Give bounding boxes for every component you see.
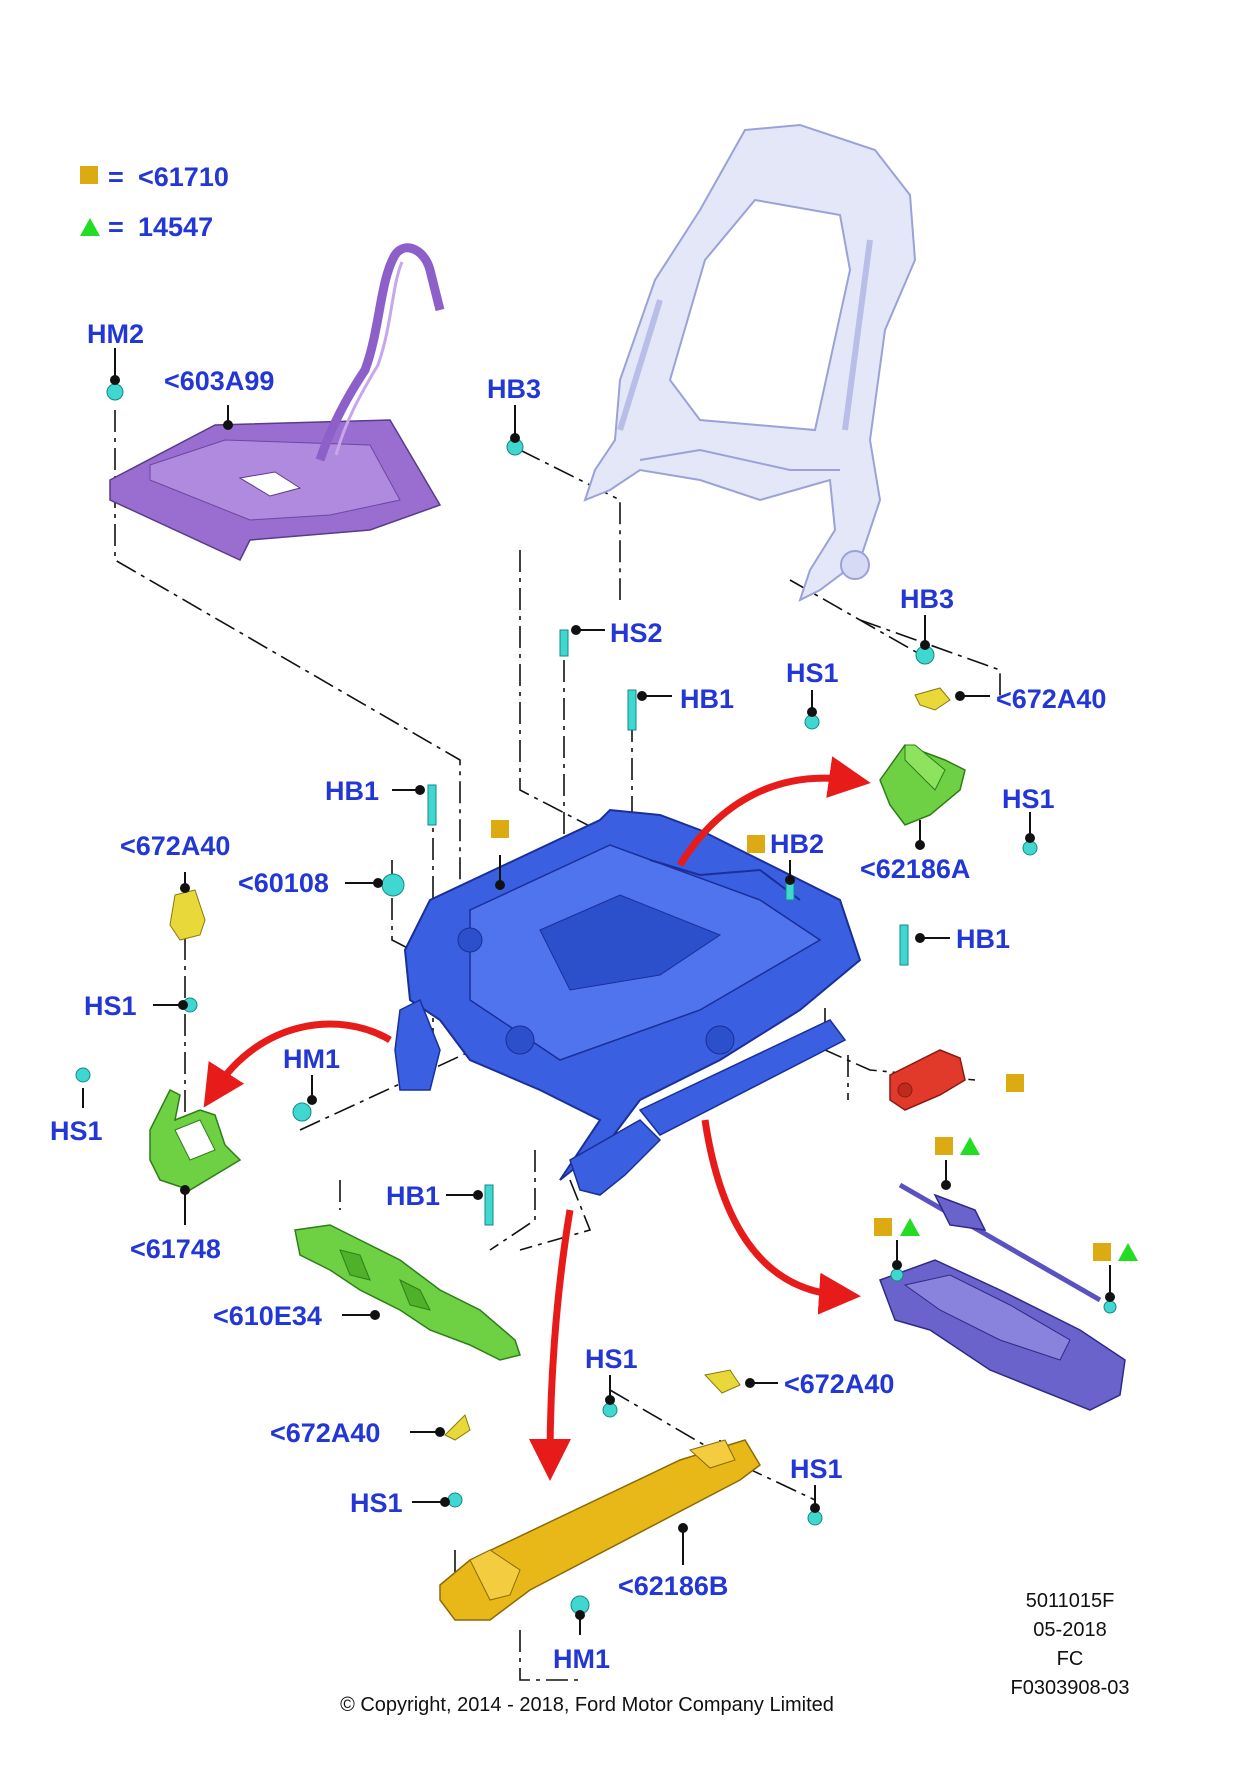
fastener-hb1-right (899, 924, 909, 966)
part-labels: HM2 <603A99 HB3 HB3 HS2 HB1 HS1 <672A40 … (50, 319, 1106, 1674)
leader-lines (82, 348, 1115, 1635)
arrow-to-shield-62186a (677, 756, 871, 867)
label-hb1-bottom: HB1 (386, 1181, 440, 1211)
label-603a99: <603A99 (164, 366, 274, 396)
fastener-hs1-bottom-right (807, 1510, 823, 1526)
seat-track-front (569, 1119, 662, 1196)
trim-caps-672a40 (169, 687, 951, 1441)
footer-date: 05-2018 (1033, 1619, 1106, 1641)
trim-610e34 (294, 1224, 521, 1361)
legend-square-value: <61710 (138, 162, 229, 192)
seat-gearbox (879, 1182, 1126, 1411)
label-hm2: HM2 (87, 319, 144, 349)
legend: = <61710 = 14547 (80, 162, 229, 242)
heater-mat-cutout (238, 471, 302, 497)
footer-region: FC (1057, 1648, 1084, 1670)
trim-cap-bottom-left (444, 1414, 471, 1441)
legend-triangle-eq: = (108, 212, 124, 242)
fastener-hs1-right-bottom (1022, 840, 1038, 856)
fastener-hb1-left (427, 784, 437, 826)
fastener-hs1-right-top (804, 714, 820, 730)
legend-square-eq: = (108, 162, 124, 192)
marker-square-frame (491, 820, 509, 838)
seat-motor (889, 1049, 966, 1111)
shield-62186a (879, 744, 966, 826)
fastener-hs2 (559, 629, 569, 657)
footer-ref: F0303908-03 (1011, 1677, 1130, 1699)
footer-copyright: © Copyright, 2014 - 2018, Ford Motor Com… (340, 1694, 834, 1716)
label-61748: <61748 (130, 1234, 221, 1264)
marker-triangle-gearbox-right (1118, 1243, 1138, 1261)
fastener-60108 (381, 873, 405, 897)
label-hs1-bottom-center: HS1 (585, 1344, 638, 1374)
fastener-hm2 (106, 383, 124, 401)
arrow-to-cover-62186b (529, 1209, 574, 1481)
marker-square-gearbox-left (874, 1218, 892, 1236)
label-hb1-right: HB1 (956, 924, 1010, 954)
seat-heater-mat (109, 243, 445, 561)
label-62186a: <62186A (860, 854, 970, 884)
fastener-hm1-left (292, 1102, 312, 1122)
arrow-to-gearbox (701, 1119, 861, 1315)
label-hb1-left: HB1 (325, 776, 379, 806)
fastener-hb1-bottom (484, 1184, 494, 1226)
shield-61748 (149, 1088, 242, 1191)
arrow-to-shield-61748 (203, 1020, 392, 1108)
label-hs1-right-bottom: HS1 (1002, 784, 1055, 814)
red-arrows (203, 756, 871, 1481)
cover-62186b (439, 1439, 761, 1621)
fastener-hs1-left-bottom (75, 1067, 91, 1083)
footer-meta: 5011015F 05-2018 FC F0303908-03 © Copyri… (340, 1590, 1129, 1716)
recliner-hub (840, 550, 870, 580)
label-hs1-bottom-left: HS1 (350, 1488, 403, 1518)
back-frame-opening (668, 198, 852, 432)
heater-harness-cable (315, 243, 445, 462)
fastener-hb1-center (627, 689, 637, 731)
fastener-gearbox-a (890, 1268, 904, 1282)
label-672a40-right: <672A40 (996, 684, 1106, 714)
label-hm1-left: HM1 (283, 1044, 340, 1074)
label-hm1-bottom: HM1 (553, 1644, 610, 1674)
seat-back-frame (583, 123, 917, 602)
fastener-hs1-bottom-left (447, 1492, 463, 1508)
seat-frame-left-leg (394, 998, 441, 1091)
label-672a40-left: <672A40 (120, 831, 230, 861)
marker-triangle-spindle (960, 1137, 980, 1155)
fastener-hs1-bottom-center (602, 1402, 618, 1418)
legend-square-symbol (80, 166, 98, 184)
label-hb3-right: HB3 (900, 584, 954, 614)
label-672a40-bottom-left: <672A40 (270, 1418, 380, 1448)
trim-cap-right (914, 687, 951, 711)
seat-cushion-frame (394, 808, 862, 1196)
label-hs1-left-bottom: HS1 (50, 1116, 103, 1146)
legend-triangle-value: 14547 (138, 212, 213, 242)
label-hs1-left-top: HS1 (84, 991, 137, 1021)
label-60108: <60108 (238, 868, 329, 898)
marker-square-gearbox-right (1093, 1243, 1111, 1261)
label-hs2: HS2 (610, 618, 663, 648)
label-hs1-right-top: HS1 (786, 658, 839, 688)
label-hs1-bottom-right: HS1 (790, 1454, 843, 1484)
label-hb2: HB2 (770, 829, 824, 859)
fastener-gearbox-b (1103, 1300, 1117, 1314)
seat-track-right (638, 1019, 847, 1136)
legend-triangle-symbol (80, 218, 100, 236)
label-hb3-top: HB3 (487, 374, 541, 404)
label-hb1-center: HB1 (680, 684, 734, 714)
label-672a40-bottom-right: <672A40 (784, 1369, 894, 1399)
marker-square-motor (1006, 1074, 1024, 1092)
label-610e34: <610E34 (213, 1301, 322, 1331)
symbol-markers (491, 820, 1138, 1261)
footer-code: 5011015F (1026, 1590, 1115, 1612)
label-62186b: <62186B (618, 1571, 728, 1601)
drive-spindle (898, 1182, 1102, 1303)
marker-triangle-gearbox-left (900, 1218, 920, 1236)
marker-square-spindle (935, 1137, 953, 1155)
trim-cap-bottom-right (704, 1369, 741, 1394)
trim-cap-left (169, 889, 206, 941)
marker-square-hb2 (747, 835, 765, 853)
